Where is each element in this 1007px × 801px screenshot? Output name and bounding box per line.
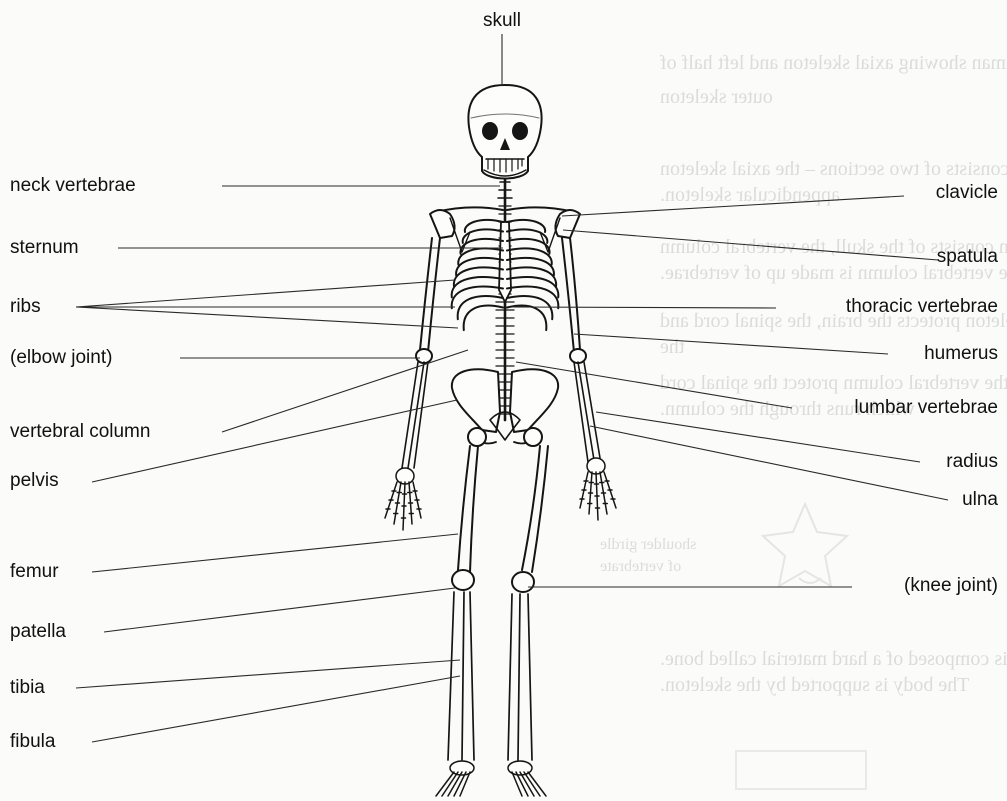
label-humerus: humerus xyxy=(800,343,998,365)
label-vertebral-column: vertebral column xyxy=(10,421,150,443)
fibula-leader xyxy=(92,676,460,742)
rib-left xyxy=(458,296,503,319)
label-sternum: sternum xyxy=(10,237,79,259)
label-patella: patella xyxy=(10,621,66,643)
label-elbow-joint: (elbow joint) xyxy=(10,347,112,369)
label-skull: skull xyxy=(462,10,542,32)
label-ribs: ribs xyxy=(10,296,41,318)
label-lumbar-vertebrae: lumbar vertebrae xyxy=(740,397,998,419)
label-clavicle: clavicle xyxy=(800,182,998,204)
label-ulna: ulna xyxy=(800,489,998,511)
ribs-leader-3 xyxy=(76,307,458,328)
label-fibula: fibula xyxy=(10,731,55,753)
hands-drawing xyxy=(385,458,616,530)
feet-drawing xyxy=(436,761,546,796)
ribs-leader-1 xyxy=(76,280,455,307)
left-arm-drawing xyxy=(402,238,440,468)
left-leg-drawing xyxy=(448,446,478,760)
right-arm-drawing xyxy=(562,238,600,462)
label-thoracic-vertebrae: thoracic vertebrae xyxy=(740,296,998,318)
vertebral-column-leader xyxy=(222,350,468,432)
label-spatula: spatula xyxy=(800,246,998,268)
label-tibia: tibia xyxy=(10,677,45,699)
tibia-leader xyxy=(76,660,460,688)
right-leg-drawing xyxy=(508,446,548,760)
patella-leader xyxy=(104,588,455,632)
skull-drawing xyxy=(468,85,541,179)
label-pelvis: pelvis xyxy=(10,470,59,492)
label-neck-vertebrae: neck vertebrae xyxy=(10,175,136,197)
label-femur: femur xyxy=(10,561,59,583)
label-knee-joint: (knee joint) xyxy=(800,575,998,597)
femur-leader xyxy=(92,534,458,572)
label-radius: radius xyxy=(800,451,998,473)
